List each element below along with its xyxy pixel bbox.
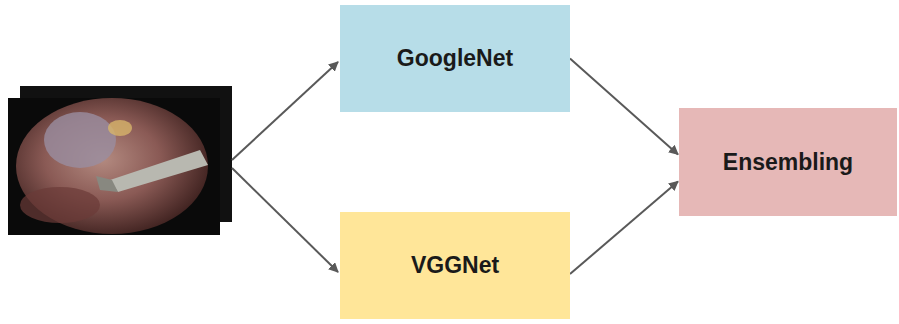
ensemble-box: Ensembling (679, 108, 897, 216)
node-label: GoogleNet (397, 45, 513, 72)
front-frame (8, 98, 220, 235)
tissue (20, 187, 100, 223)
input-arrow (232, 62, 338, 160)
node-label: VGGNet (411, 252, 499, 279)
node-label: Ensembling (723, 149, 853, 176)
organ (44, 112, 116, 168)
input-arrow (232, 168, 338, 272)
tool-tip (96, 176, 118, 192)
endoscope-view (16, 98, 208, 234)
model-box: VGGNet (340, 212, 570, 319)
connector-arrow (570, 59, 678, 155)
surgical-tool (110, 150, 208, 192)
connector-arrow (570, 181, 678, 274)
model-box: GoogleNet (340, 5, 570, 112)
fat-tissue (108, 120, 132, 136)
